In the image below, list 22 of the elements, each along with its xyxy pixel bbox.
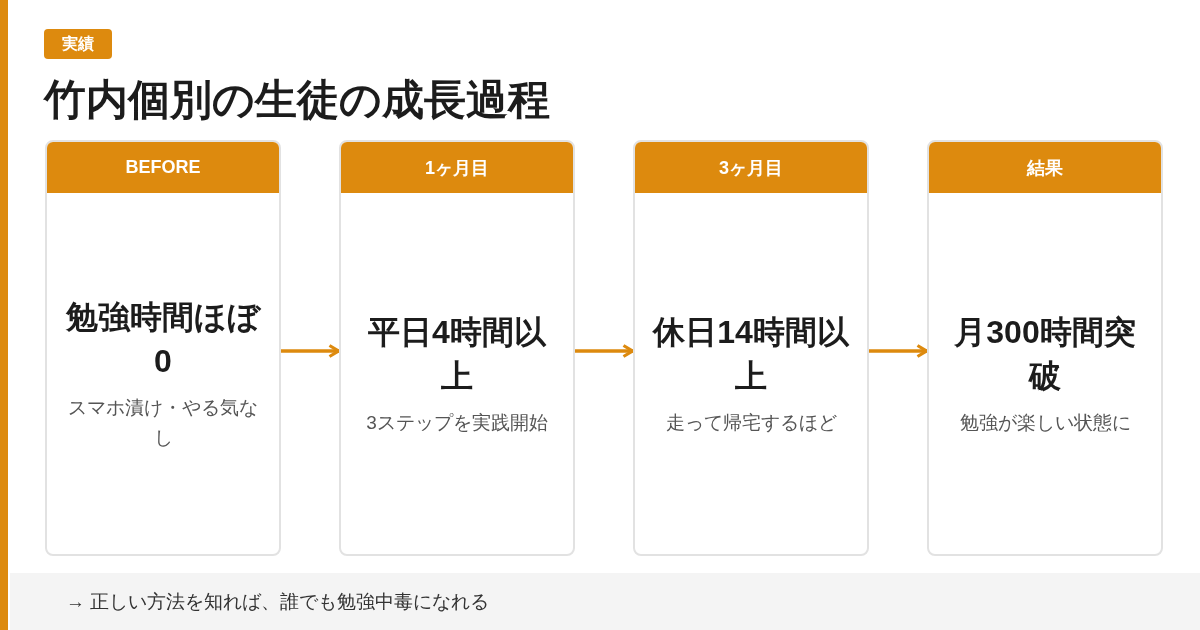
arrow <box>281 343 341 359</box>
stage-description: 走って帰宅するほど <box>665 410 837 435</box>
stage-headline: 休日14時間以上 <box>651 312 850 396</box>
card-header: 3ヶ月目 <box>635 142 867 193</box>
stage-card <box>927 140 1163 556</box>
stage-headline: 平日4時間以上 <box>367 312 547 396</box>
card-header: BEFORE <box>47 142 279 193</box>
card-header: 結果 <box>929 142 1161 193</box>
stage-headline: 勉強時間ほぼ0 <box>65 297 262 381</box>
arrow <box>869 343 929 359</box>
stage-description: 3ステップを実践開始 <box>366 410 548 435</box>
page-title: 竹内個別の生徒の成長過程 <box>44 75 550 125</box>
stage-card <box>45 140 281 556</box>
section-tag: 実績 <box>44 29 112 59</box>
arrow <box>575 343 635 359</box>
stage-card <box>633 140 869 556</box>
stage-description: 勉強が楽しい状態に <box>959 410 1131 435</box>
stage-description: スマホ漬け・やる気なし <box>67 395 259 450</box>
stage-headline: 月300時間突破 <box>953 312 1137 396</box>
footer-note: → 正しい方法を知れば、誰でも勉強中毒になれる <box>66 589 490 614</box>
card-header: 1ヶ月目 <box>341 142 573 193</box>
stage-card <box>339 140 575 556</box>
